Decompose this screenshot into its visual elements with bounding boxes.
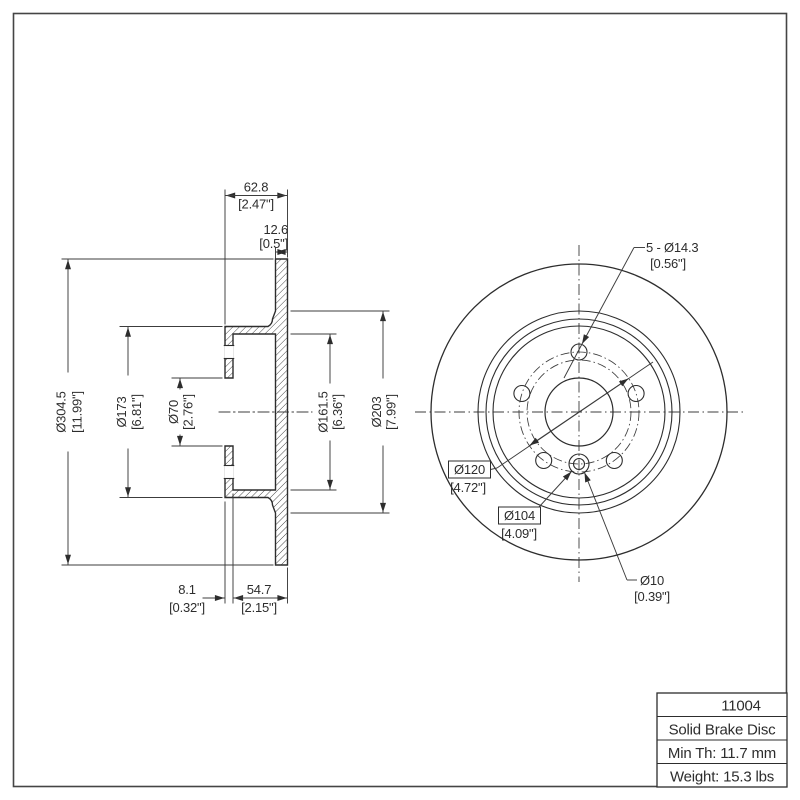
label-locating-circle-in: [4.09"] xyxy=(501,526,537,541)
hat-edge-circle xyxy=(492,325,666,499)
outer-edge-circle xyxy=(430,263,728,561)
label-locating-hole-in: [0.39"] xyxy=(634,589,670,604)
locating-circle xyxy=(526,359,632,465)
label-bolt-circle-in: [4.72"] xyxy=(450,480,486,495)
bolt-holes xyxy=(513,343,645,470)
label-bolt-holes-mm: 5 - Ø14.3 xyxy=(646,240,698,255)
dim-hub-thickness-mm: 8.1 xyxy=(178,582,195,597)
fillet-circle xyxy=(485,318,673,506)
page-border xyxy=(12,12,788,788)
dim-plate-thickness-in: [0.5"] xyxy=(259,236,288,251)
dim-hat-inner-diameter-mm: Ø161.5 xyxy=(316,391,331,432)
dim-plate-thickness-mm: 12.6 xyxy=(263,222,288,237)
product-type: Solid Brake Disc xyxy=(669,722,777,739)
center-bore-circle xyxy=(544,377,614,447)
dim-overall-width-in: [2.47"] xyxy=(238,197,274,212)
label-bolt-holes-in: [0.56"] xyxy=(650,256,686,271)
section-bolt-hole-lower xyxy=(223,464,235,480)
dim-hat-inner-diameter-in: [6.36"] xyxy=(330,394,345,430)
dim-hat-depth-mm: 54.7 xyxy=(247,582,272,597)
extension-lines xyxy=(61,189,390,604)
dim-center-bore-mm: Ø70 xyxy=(166,400,181,424)
locating-circle-label-box xyxy=(498,506,541,525)
dim-hat-depth-in: [2.15"] xyxy=(241,600,277,615)
dim-hat-diameter-mm: Ø173 xyxy=(114,396,129,427)
label-locating-circle-mm: Ø104 xyxy=(504,508,535,523)
dim-friction-inner-diameter-mm: Ø203 xyxy=(369,396,384,427)
dim-friction-inner-diameter-in: [7.99"] xyxy=(384,394,399,430)
section-bolt-hole-upper xyxy=(223,344,235,360)
title-block: 11004 Solid Brake Disc Min Th: 11.7 mm W… xyxy=(656,692,788,788)
leader-lines xyxy=(490,247,654,581)
dim-overall-width-mm: 62.8 xyxy=(244,180,269,195)
weight: Weight: 15.3 lbs xyxy=(670,769,774,786)
label-bolt-circle-mm: Ø120 xyxy=(454,462,485,477)
dim-hub-thickness-in: [0.32"] xyxy=(169,600,205,615)
label-locating-hole-mm: Ø10 xyxy=(640,573,664,588)
bolt-circle xyxy=(518,351,640,473)
part-number: 11004 xyxy=(721,698,761,715)
section-view: 62.8 [2.47"] 12.6 [0.5"] 8.1 [0.32"] 54.… xyxy=(54,180,399,616)
locating-hole xyxy=(568,453,590,475)
dim-outer-diameter-in: [11.99"] xyxy=(70,391,85,433)
bolt-circle-label-box xyxy=(448,460,491,479)
dim-outer-diameter-mm: Ø304.5 xyxy=(54,391,69,432)
dim-hat-diameter-in: [6.81"] xyxy=(129,394,144,430)
dim-center-bore-in: [2.76"] xyxy=(181,394,196,430)
front-view: 5 - Ø14.3 [0.56"] Ø120 [4.72"] Ø104 [4.0… xyxy=(415,240,743,604)
friction-inner-circle xyxy=(477,310,681,514)
min-thickness: Min Th: 11.7 mm xyxy=(668,745,776,762)
dimension-lines xyxy=(65,192,386,601)
